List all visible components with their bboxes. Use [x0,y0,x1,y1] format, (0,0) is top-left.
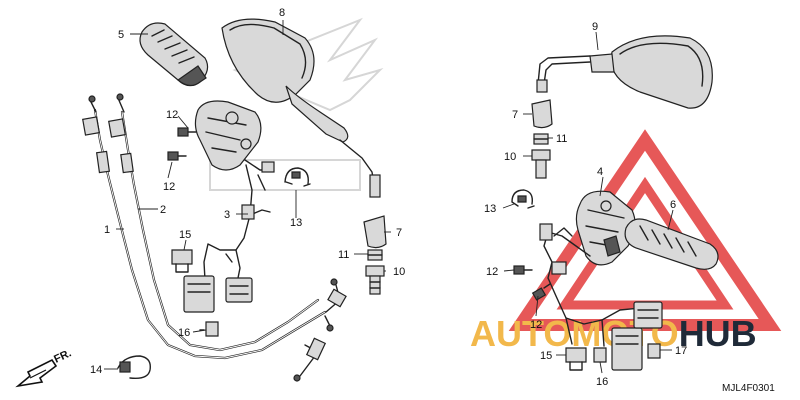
part-3-switch-wiring [183,164,271,313]
part-10-bolt-right [531,149,551,179]
background-wing-logo [209,17,384,191]
part-17-clip [647,343,661,359]
part-7-cap-left [363,215,387,249]
part-5-grip [139,22,209,87]
part-4-switch-housing [575,190,636,266]
callout-9: 9 [592,21,598,33]
left-switch-housing [194,100,275,191]
callout-16-b: 16 [596,376,608,388]
callout-12-d: 12 [530,319,542,331]
callout-3: 3 [224,209,230,221]
watermark-text-prefix: AUTO [470,313,571,354]
part-16-clip [199,321,219,337]
callout-12-c: 12 [486,266,498,278]
callout-7-b: 7 [512,109,518,121]
figure-code: MJL4F0301 [722,383,775,394]
callout-13-b: 13 [484,203,496,215]
part-8-mirror [221,18,381,198]
callout-10-a: 10 [393,266,405,278]
callout-2: 2 [160,204,166,216]
part-6-grip [624,218,719,270]
part-12-bolt-right-lower [531,283,551,301]
callout-15-b: 15 [540,350,552,362]
part-14-band [117,355,151,380]
callout-10-b: 10 [504,151,516,163]
part-16-clip-right [593,347,607,363]
part-11-nut-left [367,249,383,261]
part-13-clamp [284,167,311,187]
front-direction-label: FR. [52,347,73,365]
part-13-clamp-right [511,189,535,209]
part-15-holder-right [565,347,587,371]
leader-lines [104,20,674,374]
callout-14: 14 [90,364,102,376]
callout-12-a: 12 [166,109,178,121]
callout-13-a: 13 [290,217,302,229]
watermark-text-suffix: HUB [679,313,757,354]
callout-4: 4 [597,166,603,178]
right-switch-wiring [539,223,663,371]
part-7-cap-right [531,99,553,129]
callout-16-a: 16 [178,327,190,339]
part-9-mirror [536,35,713,109]
callout-12-b: 12 [163,181,175,193]
callout-7-a: 7 [396,227,402,239]
callout-11-a: 11 [338,249,349,261]
part-1-2-throttle-cables [82,93,347,382]
part-12-bolt-upper [177,127,197,137]
callout-15-a: 15 [179,229,191,241]
callout-6: 6 [670,199,676,211]
part-11-nut-right [533,133,549,145]
callout-1: 1 [104,224,110,236]
front-direction-arrow: FR. [15,347,73,388]
part-15-holder [171,249,193,273]
callout-17: 17 [675,345,687,357]
callout-5: 5 [118,29,124,41]
part-12-bolt-lower [167,151,187,161]
callout-8: 8 [279,7,285,19]
part-12-bolt-right-upper [513,265,533,275]
part-10-bolt-left [365,265,385,295]
callout-11-b: 11 [556,133,567,145]
